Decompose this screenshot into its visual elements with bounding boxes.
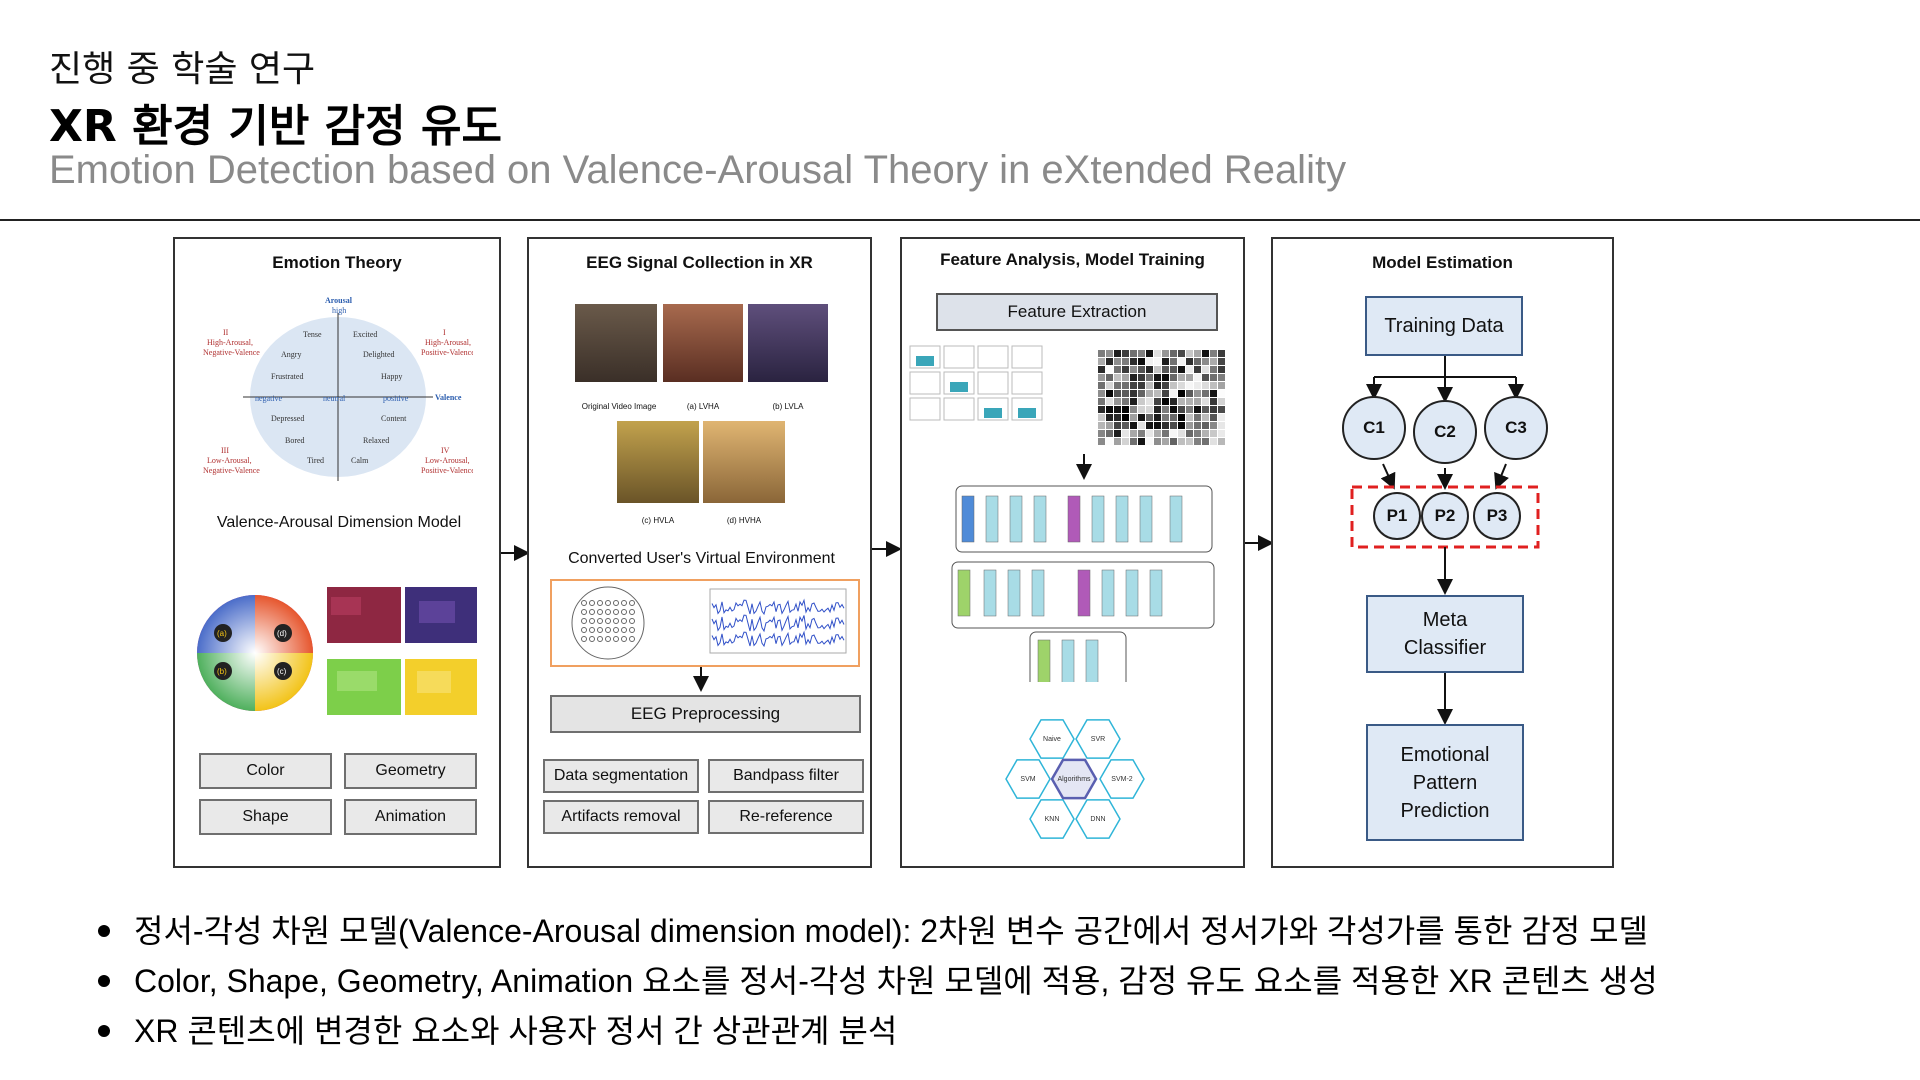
circ-q1-a: High-Arousal, — [425, 338, 471, 347]
env-caption: Converted User's Virtual Environment — [568, 550, 835, 567]
circ-q4-num: IV — [441, 446, 450, 455]
panel-title: Model Estimation — [1372, 253, 1513, 272]
photo-hvha — [703, 421, 785, 503]
training-data-box: Training Data — [1365, 296, 1523, 356]
circ-high: high — [332, 306, 346, 315]
circ-q2-num: II — [223, 328, 229, 337]
algo-dnn: DNN — [1090, 816, 1105, 823]
algo-svm: SVM — [1020, 776, 1035, 783]
bullet-item: 정서-각성 차원 모델(Valence-Arousal dimension mo… — [90, 906, 1658, 956]
emo-depressed: Depressed — [271, 414, 304, 423]
photo-original — [575, 304, 657, 382]
color-button[interactable]: Color — [199, 753, 332, 789]
eeg-preprocessing-box: EEG Preprocessing — [550, 695, 861, 733]
bullet-item: Color, Shape, Geometry, Animation 요소를 정서… — [90, 956, 1658, 1006]
bullet-item: XR 콘텐츠에 변경한 요소와 사용자 정서 간 상관관계 분석 — [90, 1006, 1658, 1056]
emo-delighted: Delighted — [363, 350, 395, 359]
circ-negative: negative — [255, 394, 283, 403]
emo-tense: Tense — [303, 330, 322, 339]
emo-frustrated: Frustrated — [271, 372, 303, 381]
panel-title: Feature Analysis, Model Training — [940, 250, 1205, 269]
caption-hvla: (c) HVLA — [641, 516, 675, 525]
circ-q4-b: Positive-Valence — [421, 466, 473, 475]
page-title: XR 환경 기반 감정 유도 — [49, 101, 502, 152]
classifier-c1: C1 — [1342, 396, 1406, 460]
panel-eeg-collection: EEG Signal Collection in XR Original Vid… — [527, 237, 872, 868]
color-wheel-figure: (a) (b) (c) (d) — [197, 587, 477, 715]
wheel-label-d: (d) — [277, 629, 287, 638]
prediction-p2: P2 — [1421, 492, 1469, 540]
emo-bored: Bored — [285, 436, 305, 445]
panel-model-estimation: Model Estimation Training Data C1 C2 C3 … — [1271, 237, 1614, 868]
circ-q2-a: High-Arousal, — [207, 338, 253, 347]
circumplex-diagram: Arousal high low Valence negative neutra… — [203, 296, 473, 485]
circ-arousal: Arousal — [325, 296, 353, 305]
photo-lvha — [663, 304, 743, 382]
header-rule — [0, 219, 1920, 221]
panel-emotion-theory: Emotion Theory Arousal high low Valence … — [173, 237, 501, 868]
scatter-matrix — [909, 345, 1043, 421]
photo-hvla — [617, 421, 699, 503]
data-segmentation-button[interactable]: Data segmentation — [543, 759, 699, 793]
prediction-p1: P1 — [1373, 492, 1421, 540]
circ-q3-a: Low-Arousal, — [207, 456, 252, 465]
wheel-label-a: (a) — [217, 629, 227, 638]
shape-button[interactable]: Shape — [199, 799, 332, 835]
caption-hvha: (d) HVHA — [726, 516, 762, 525]
caption-lvha: (a) LVHA — [686, 402, 720, 411]
page-subtitle: Emotion Detection based on Valence-Arous… — [49, 148, 1347, 192]
classifier-c2: C2 — [1413, 400, 1477, 464]
circ-low: low — [333, 484, 345, 485]
model-caption: Valence-Arousal Dimension Model — [216, 514, 462, 531]
emotional-pattern-box: Emotional Pattern Prediction — [1366, 724, 1524, 841]
caption-original: Original Video Image — [581, 402, 657, 411]
wheel-label-c: (c) — [277, 667, 287, 676]
bullet-list: 정서-각성 차원 모델(Valence-Arousal dimension mo… — [90, 906, 1658, 1056]
algo-svm2: SVM-2 — [1111, 776, 1133, 783]
feature-plots-figure — [909, 345, 1225, 682]
feature-extraction-box: Feature Extraction — [936, 293, 1218, 331]
wheel-label-b: (b) — [217, 667, 227, 676]
emo-relaxed: Relaxed — [363, 436, 389, 445]
circ-q3-num: III — [221, 446, 229, 455]
circ-q1-num: I — [443, 328, 446, 337]
circ-q1-b: Positive-Valence — [421, 348, 473, 357]
circ-q4-a: Low-Arousal, — [425, 456, 470, 465]
algo-knn: KNN — [1045, 816, 1060, 823]
re-reference-button[interactable]: Re-reference — [708, 800, 864, 834]
algo-svr: SVR — [1091, 736, 1105, 743]
algo-center: Algorithms — [1057, 776, 1091, 783]
algo-naive: Naive — [1043, 736, 1061, 743]
algorithms-hexagon-figure: Algorithms Naive SVR SVM SVM-2 KNN DNN — [1005, 719, 1145, 839]
circ-neutral: neutral — [323, 394, 346, 403]
emo-content: Content — [381, 414, 407, 423]
header-kicker: 진행 중 학술 연구 — [49, 49, 316, 90]
heatmap-grid — [1098, 350, 1225, 445]
animation-button[interactable]: Animation — [344, 799, 477, 835]
artifacts-removal-button[interactable]: Artifacts removal — [543, 800, 699, 834]
eeg-signal-figure — [550, 579, 860, 667]
caption-lvla: (b) LVLA — [772, 402, 804, 411]
model-flow-arrows — [1350, 355, 1540, 725]
bandpass-filter-button[interactable]: Bandpass filter — [708, 759, 864, 793]
emo-tired: Tired — [307, 456, 324, 465]
circ-valence: Valence — [435, 393, 462, 402]
panel-title: Emotion Theory — [272, 253, 402, 272]
geometry-button[interactable]: Geometry — [344, 753, 477, 789]
emo-angry: Angry — [281, 350, 301, 359]
emo-calm: Calm — [351, 456, 369, 465]
circ-q2-b: Negative-Valence — [203, 348, 260, 357]
panel-title: EEG Signal Collection in XR — [586, 253, 813, 272]
classifier-c3: C3 — [1484, 396, 1548, 460]
meta-classifier-box: Meta Classifier — [1366, 595, 1524, 673]
prediction-p3: P3 — [1473, 492, 1521, 540]
photo-lvla — [748, 304, 828, 382]
emo-happy: Happy — [381, 372, 402, 381]
panel-feature-analysis: Feature Analysis, Model Training Feature… — [900, 237, 1245, 868]
circ-q3-b: Negative-Valence — [203, 466, 260, 475]
circ-positive: positive — [383, 394, 409, 403]
eeg-down-arrow — [693, 667, 709, 692]
emo-excited: Excited — [353, 330, 377, 339]
